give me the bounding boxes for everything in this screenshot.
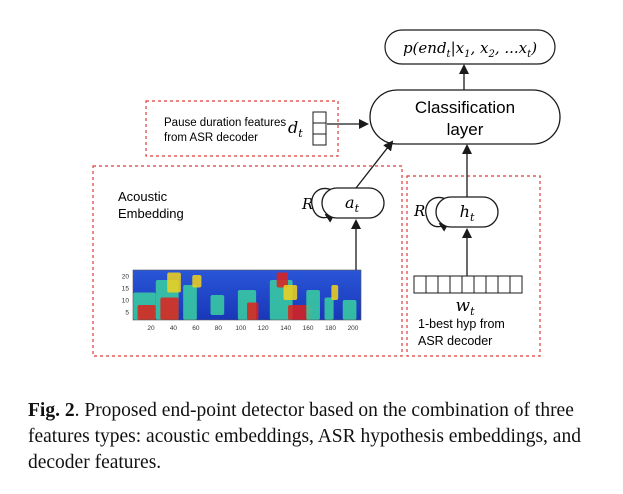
spectrogram-x-tick: 40: [170, 325, 178, 332]
spectrogram-x-tick: 80: [215, 325, 223, 332]
spectrogram-y-tick: 20: [122, 274, 130, 281]
acoustic-line2: Embedding: [118, 206, 184, 221]
spectrogram-x-tick: 120: [258, 325, 269, 332]
asr-recurrence-label: R: [413, 202, 425, 220]
figure-caption-text: . Proposed end-point detector based on t…: [28, 400, 581, 473]
spectrogram-energy-patch: [324, 297, 334, 320]
pause-features-line2: from ASR decoder: [164, 132, 258, 144]
acoustic-recurrence-label: R: [301, 195, 313, 213]
spectrogram-energy: [133, 272, 357, 320]
word-vector-cell: [509, 275, 523, 294]
spectrogram-energy-patch: [283, 285, 298, 300]
asr-word-label: wt: [456, 296, 476, 318]
figure-caption: Fig. 2. Proposed end-point detector base…: [28, 398, 603, 476]
pause-features-line1: Pause duration features: [164, 117, 286, 129]
spectrogram-energy-patch: [192, 275, 202, 288]
spectrogram-energy-patch: [276, 272, 289, 288]
output-probability-label: p(endt|x1, x2, ...xt): [403, 39, 537, 60]
spectrogram-x-tick: 140: [280, 325, 291, 332]
spectrogram-energy-patch: [183, 285, 197, 320]
classification-layer-node: Classification layer: [369, 89, 561, 145]
asr-recurrence-loop: [425, 196, 450, 232]
arrow-acoustic-to-classification: [355, 140, 394, 189]
spectrogram-energy-patch: [331, 285, 339, 300]
spectrogram-energy-patch: [306, 290, 320, 320]
asr-source-line2: ASR decoder: [418, 334, 492, 348]
pause-duration-features-box: Pause duration features from ASR decoder…: [145, 100, 339, 157]
spectrogram-y-tick: 15: [122, 286, 130, 293]
word-vector-cell: [425, 275, 439, 294]
asr-node-label: ht: [460, 202, 475, 224]
pause-features-variable: dt: [288, 118, 303, 140]
spectrogram-y-tick: 5: [125, 310, 129, 317]
spectrogram-x-tick: 100: [235, 325, 246, 332]
spectrogram-energy-patch: [137, 305, 156, 320]
word-vector-cell: [497, 275, 511, 294]
spectrogram-y-ticks: 20 15 10 5: [122, 274, 130, 317]
spectrogram-x-tick: 200: [348, 325, 359, 332]
word-vector-cell: [473, 275, 487, 294]
spectrogram-energy-patch: [167, 272, 181, 293]
output-probability-node: p(endt|x1, x2, ...xt): [384, 29, 556, 65]
acoustic-rnn-node: [321, 187, 385, 219]
word-vector-cell: [461, 275, 475, 294]
pause-features-vector: [312, 111, 327, 146]
word-vector-cell: [413, 275, 427, 294]
spectrogram-y-tick: 10: [122, 298, 130, 305]
acoustic-node-label: at: [345, 193, 360, 215]
spectrogram-energy-patch: [288, 305, 311, 320]
spectrogram: 20 15 10 5 20 40 60 80 100 120 140 160 180 200: [122, 269, 362, 332]
spectrogram-x-tick: 20: [147, 325, 155, 332]
spectrogram-energy-patch: [247, 302, 259, 320]
acoustic-embedding-box: Acoustic Embedding R at 20 15 10 5 20 40 60 80…: [92, 165, 403, 357]
word-embedding-vector: [413, 275, 523, 294]
end-point-detector-diagram: p(endt|x1, x2, ...xt) Classification lay…: [92, 29, 561, 357]
asr-hypothesis-box: R ht wt 1-best hyp from ASR decoder: [406, 175, 541, 357]
figure-caption-label: Fig. 2: [28, 400, 75, 421]
spectrogram-x-ticks: 20 40 60 80 100 120 140 160 180 200: [147, 325, 358, 332]
word-vector-cell: [449, 275, 463, 294]
spectrogram-energy-patch: [342, 300, 357, 320]
spectrogram-x-tick: 160: [303, 325, 314, 332]
acoustic-recurrence-loop: [311, 187, 336, 223]
word-vector-cell: [485, 275, 499, 294]
classification-layer-line1: Classification: [415, 98, 515, 117]
spectrogram-energy-patch: [160, 297, 179, 320]
acoustic-line1: Acoustic: [118, 189, 168, 204]
spectrogram-energy-patch: [210, 295, 225, 315]
word-vector-cell: [437, 275, 451, 294]
spectrogram-x-tick: 60: [192, 325, 200, 332]
spectrogram-x-tick: 180: [325, 325, 336, 332]
asr-source-line1: 1-best hyp from: [418, 317, 505, 331]
classification-layer-line2: layer: [447, 120, 484, 139]
